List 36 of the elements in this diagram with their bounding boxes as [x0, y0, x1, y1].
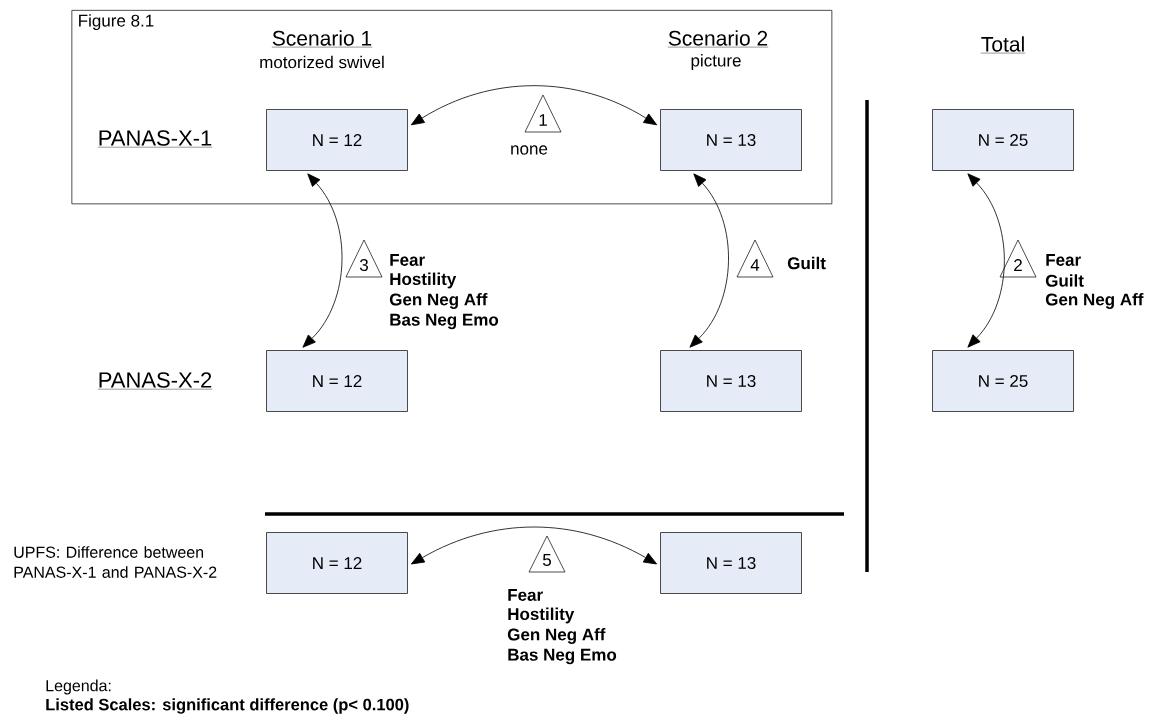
scale-name: Gen Neg Aff — [389, 293, 488, 309]
curved-arrow — [302, 173, 343, 348]
scale-name: Bas Neg Emo — [508, 648, 617, 665]
scale-name: Fear — [390, 254, 425, 266]
scale-name: Fear — [508, 589, 543, 601]
sample-box: N = 25 — [932, 350, 1074, 412]
scale-name: Hostility — [508, 607, 575, 624]
sample-box: N = 12 — [266, 350, 408, 412]
heading: Scenario 2 — [667, 30, 769, 48]
scale-name: Gen Neg Aff — [1045, 293, 1144, 309]
sample-box: N = 25 — [932, 109, 1074, 171]
scale-name: Gen Neg Aff — [507, 628, 606, 644]
subheading: motorized swivel — [260, 55, 384, 69]
legend-text: Listed Scales: significant difference (p< 0.100) — [46, 698, 409, 714]
sample-box: N = 13 — [660, 350, 802, 412]
scale-name: Hostility — [390, 272, 457, 289]
curved-arrow — [689, 173, 729, 348]
sample-box: N = 13 — [660, 109, 802, 171]
heading: Total — [980, 36, 1026, 54]
curved-arrow — [411, 526, 657, 565]
row-label: PANAS-X-2 — [97, 372, 213, 390]
sample-box: N = 12 — [266, 109, 408, 171]
sample-box: N = 12 — [266, 532, 408, 594]
curved-arrow — [967, 173, 1005, 348]
curved-arrow — [410, 85, 658, 126]
scale-name: Fear — [1046, 254, 1081, 266]
row-label: UPFS: Difference between PANAS-X-1 and PANAS-X-2 — [14, 546, 217, 578]
sample-box: N = 13 — [660, 532, 802, 594]
heading: Scenario 1 — [271, 30, 373, 48]
scale-name: none — [511, 145, 548, 155]
legend-title: Legenda: — [46, 679, 111, 695]
row-label: PANAS-X-1 — [97, 130, 213, 148]
subheading: picture — [691, 54, 741, 70]
scale-name: Guilt — [1045, 274, 1084, 287]
scale-name: Guilt — [787, 256, 826, 270]
scale-name: Bas Neg Emo — [390, 313, 499, 330]
